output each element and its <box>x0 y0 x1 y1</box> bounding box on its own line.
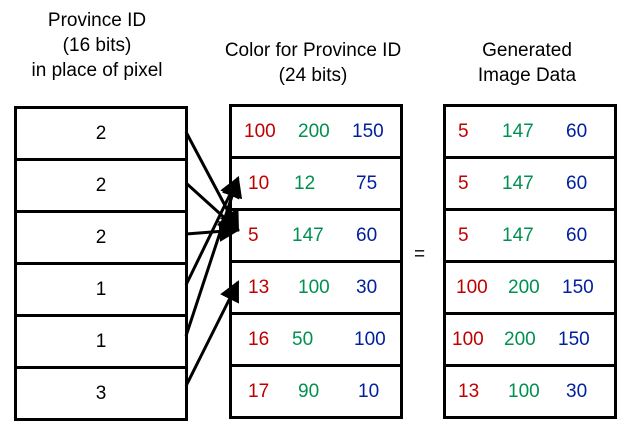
red-value: 5 <box>458 120 469 142</box>
red-value: 100 <box>452 328 484 350</box>
color-row: 100 200 150 <box>232 107 400 159</box>
blue-value: 60 <box>356 224 378 246</box>
equals-sign: = <box>414 244 426 265</box>
province-id-row: 2 <box>17 109 185 161</box>
green-value: 12 <box>294 172 316 194</box>
province-id-value: 2 <box>95 174 107 196</box>
generated-image-table: 5 147 60 5 147 60 5 147 60 100 200 150 1… <box>443 104 617 419</box>
red-value: 13 <box>248 276 270 298</box>
generated-row: 100 200 150 <box>446 263 614 315</box>
red-value: 100 <box>244 120 276 142</box>
province-id-table: 2 2 2 1 1 3 <box>14 106 188 421</box>
red-value: 5 <box>248 224 259 246</box>
green-value: 100 <box>508 380 540 402</box>
heading-line: (16 bits) <box>62 35 132 56</box>
green-value: 100 <box>298 276 330 298</box>
province-id-value: 3 <box>95 382 107 404</box>
heading-line: Color for Province ID <box>224 40 402 61</box>
generated-image-heading: Generated Image Data <box>433 38 621 88</box>
arrow-id1-to-color-row2 <box>184 176 243 337</box>
heading-line: Province ID <box>47 10 147 31</box>
blue-value: 60 <box>566 172 588 194</box>
blue-value: 60 <box>566 120 588 142</box>
blue-value: 30 <box>566 380 588 402</box>
color-table-heading: Color for Province ID (24 bits) <box>213 38 413 88</box>
green-value: 147 <box>502 172 534 194</box>
red-value: 5 <box>458 224 469 246</box>
generated-row: 100 200 150 <box>446 315 614 367</box>
color-row: 10 12 75 <box>232 159 400 211</box>
province-id-value: 2 <box>95 226 107 248</box>
red-value: 5 <box>458 172 469 194</box>
blue-value: 150 <box>352 120 384 142</box>
green-value: 200 <box>298 120 330 142</box>
blue-value: 10 <box>358 380 380 402</box>
blue-value: 30 <box>356 276 378 298</box>
province-id-value: 1 <box>95 278 107 300</box>
blue-value: 100 <box>354 328 386 350</box>
generated-row: 5 147 60 <box>446 107 614 159</box>
province-id-row: 3 <box>17 369 185 418</box>
green-value: 147 <box>502 120 534 142</box>
green-value: 200 <box>508 276 540 298</box>
green-value: 200 <box>504 328 536 350</box>
blue-value: 150 <box>558 328 590 350</box>
province-id-row: 1 <box>17 317 185 369</box>
red-value: 17 <box>248 380 270 402</box>
green-value: 147 <box>502 224 534 246</box>
arrow-id2-to-color-row3 <box>184 131 240 232</box>
arrow-id3-to-color-row4 <box>184 280 240 387</box>
blue-value: 75 <box>356 172 378 194</box>
heading-line: Generated <box>482 40 572 61</box>
green-value: 50 <box>292 328 314 350</box>
heading-line: in place of pixel <box>31 60 163 81</box>
heading-line: (24 bits) <box>278 65 348 86</box>
province-id-row: 1 <box>17 265 185 317</box>
generated-row: 5 147 60 <box>446 211 614 263</box>
province-id-value: 2 <box>95 122 107 144</box>
blue-value: 60 <box>566 224 588 246</box>
province-id-row: 2 <box>17 213 185 265</box>
arrow-id2-to-color-row3 <box>184 181 240 232</box>
province-id-heading: Province ID (16 bits) in place of pixel <box>0 8 194 83</box>
color-table: 100 200 150 10 12 75 5 147 60 13 100 30 … <box>229 104 403 419</box>
red-value: 16 <box>248 328 270 350</box>
blue-value: 150 <box>562 276 594 298</box>
province-id-row: 2 <box>17 161 185 213</box>
color-row: 16 50 100 <box>232 315 400 367</box>
generated-row: 13 100 30 <box>446 367 614 416</box>
green-value: 147 <box>292 224 324 246</box>
color-row: 13 100 30 <box>232 263 400 315</box>
heading-line: Image Data <box>477 65 577 86</box>
color-row: 17 90 10 <box>232 367 400 416</box>
province-id-value: 1 <box>95 330 107 352</box>
generated-row: 5 147 60 <box>446 159 614 211</box>
red-value: 100 <box>456 276 488 298</box>
green-value: 90 <box>298 380 320 402</box>
red-value: 13 <box>458 380 480 402</box>
red-value: 10 <box>248 172 270 194</box>
color-row: 5 147 60 <box>232 211 400 263</box>
